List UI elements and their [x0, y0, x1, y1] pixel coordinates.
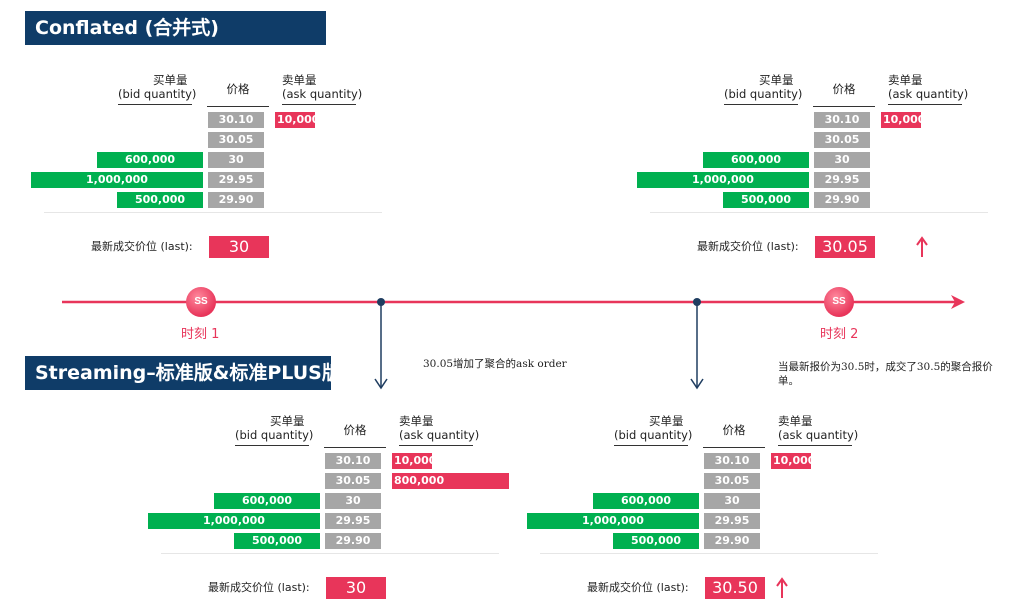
bid-bar: 500,000 — [613, 533, 699, 549]
ask-header-en: (ask quantity) — [888, 87, 968, 105]
time-label-1: 时刻 1 — [181, 327, 220, 342]
price-cell: 29.90 — [814, 192, 870, 208]
book-separator — [44, 212, 382, 213]
book-separator — [650, 212, 988, 213]
bid-bar: 1,000,000 — [31, 172, 203, 188]
timeline-dot-1 — [377, 298, 385, 306]
ask-bar: 10,000 — [275, 112, 320, 128]
price-cell: 29.95 — [814, 172, 870, 188]
ask-header-en: (ask quantity) — [282, 87, 362, 105]
ask-header: 卖单量 — [888, 73, 923, 87]
up-arrow-icon-streaming — [776, 577, 788, 598]
ask-header-en: (ask quantity) — [399, 428, 479, 446]
book-separator — [540, 553, 878, 554]
ask-header: 卖单量 — [399, 414, 434, 428]
price-cell: 30 — [814, 152, 870, 168]
price-cell: 30 — [704, 493, 760, 509]
price-cell: 30.10 — [325, 453, 381, 469]
last-price-value: 30 — [326, 577, 386, 599]
ask-header: 卖单量 — [282, 73, 317, 87]
ss-marker-2: SS — [824, 287, 854, 317]
last-price-label: 最新成交价位 (last): — [697, 240, 799, 253]
ask-header-en: (ask quantity) — [778, 428, 858, 446]
bid-header-en: (bid quantity) — [235, 428, 313, 446]
bid-header-en: (bid quantity) — [118, 87, 196, 105]
bid-bar: 600,000 — [703, 152, 809, 168]
last-price-label: 最新成交价位 (last): — [587, 581, 689, 594]
price-cell: 30.05 — [325, 473, 381, 489]
last-price-value: 30.05 — [815, 236, 875, 258]
last-price-label: 最新成交价位 (last): — [208, 581, 310, 594]
price-cell: 30.05 — [814, 132, 870, 148]
bid-bar: 500,000 — [723, 192, 809, 208]
price-cell: 30.10 — [814, 112, 870, 128]
price-header: 价格 — [207, 82, 269, 107]
price-cell: 30 — [208, 152, 264, 168]
ask-header: 卖单量 — [778, 414, 813, 428]
last-price-value: 30 — [209, 236, 269, 258]
ask-bar: 10,000 — [881, 112, 926, 128]
price-cell: 30 — [325, 493, 381, 509]
bid-header: 买单量 — [759, 73, 794, 87]
bid-header: 买单量 — [649, 414, 684, 428]
down-arrow-2-head — [690, 378, 704, 390]
price-header: 价格 — [703, 423, 765, 448]
ask-bar: 800,000 — [392, 473, 509, 489]
down-arrow-1-head — [374, 378, 388, 390]
bid-bar: 1,000,000 — [527, 513, 699, 529]
bid-bar: 1,000,000 — [148, 513, 320, 529]
bid-header: 买单量 — [153, 73, 188, 87]
price-cell: 30.10 — [208, 112, 264, 128]
up-arrow-icon-conflated — [916, 236, 928, 257]
price-cell: 30.05 — [208, 132, 264, 148]
price-header: 价格 — [324, 423, 386, 448]
ss-marker-1: SS — [186, 287, 216, 317]
price-cell: 30.10 — [704, 453, 760, 469]
price-cell: 29.90 — [208, 192, 264, 208]
bid-header-en: (bid quantity) — [614, 428, 692, 446]
price-header: 价格 — [813, 82, 875, 107]
timeline-arrowhead — [951, 295, 965, 309]
ask-bar: 10,000 — [392, 453, 437, 469]
bid-bar: 500,000 — [234, 533, 320, 549]
conflated-title: Conflated (合并式) — [25, 11, 326, 45]
streaming-title: Streaming–标准版&标准PLUS版) — [25, 356, 350, 390]
timeline-dot-2 — [693, 298, 701, 306]
bid-bar: 500,000 — [117, 192, 203, 208]
time-label-2: 时刻 2 — [820, 327, 859, 342]
bid-bar: 600,000 — [97, 152, 203, 168]
bid-bar: 600,000 — [214, 493, 320, 509]
price-cell: 29.95 — [208, 172, 264, 188]
book-separator — [161, 553, 499, 554]
bid-bar: 1,000,000 — [637, 172, 809, 188]
note-1: 30.05增加了聚合的ask order — [423, 358, 567, 370]
bid-header: 买单量 — [270, 414, 305, 428]
price-cell: 29.95 — [325, 513, 381, 529]
last-price-label: 最新成交价位 (last): — [91, 240, 193, 253]
bid-bar: 600,000 — [593, 493, 699, 509]
price-cell: 29.95 — [704, 513, 760, 529]
note-2: 当最新报价为30.5时，成交了30.5的聚合报价单。 — [778, 361, 993, 387]
price-cell: 29.90 — [704, 533, 760, 549]
last-price-value: 30.50 — [705, 577, 765, 599]
bid-header-en: (bid quantity) — [724, 87, 802, 105]
price-cell: 29.90 — [325, 533, 381, 549]
price-cell: 30.05 — [704, 473, 760, 489]
ask-bar: 10,000 — [771, 453, 816, 469]
